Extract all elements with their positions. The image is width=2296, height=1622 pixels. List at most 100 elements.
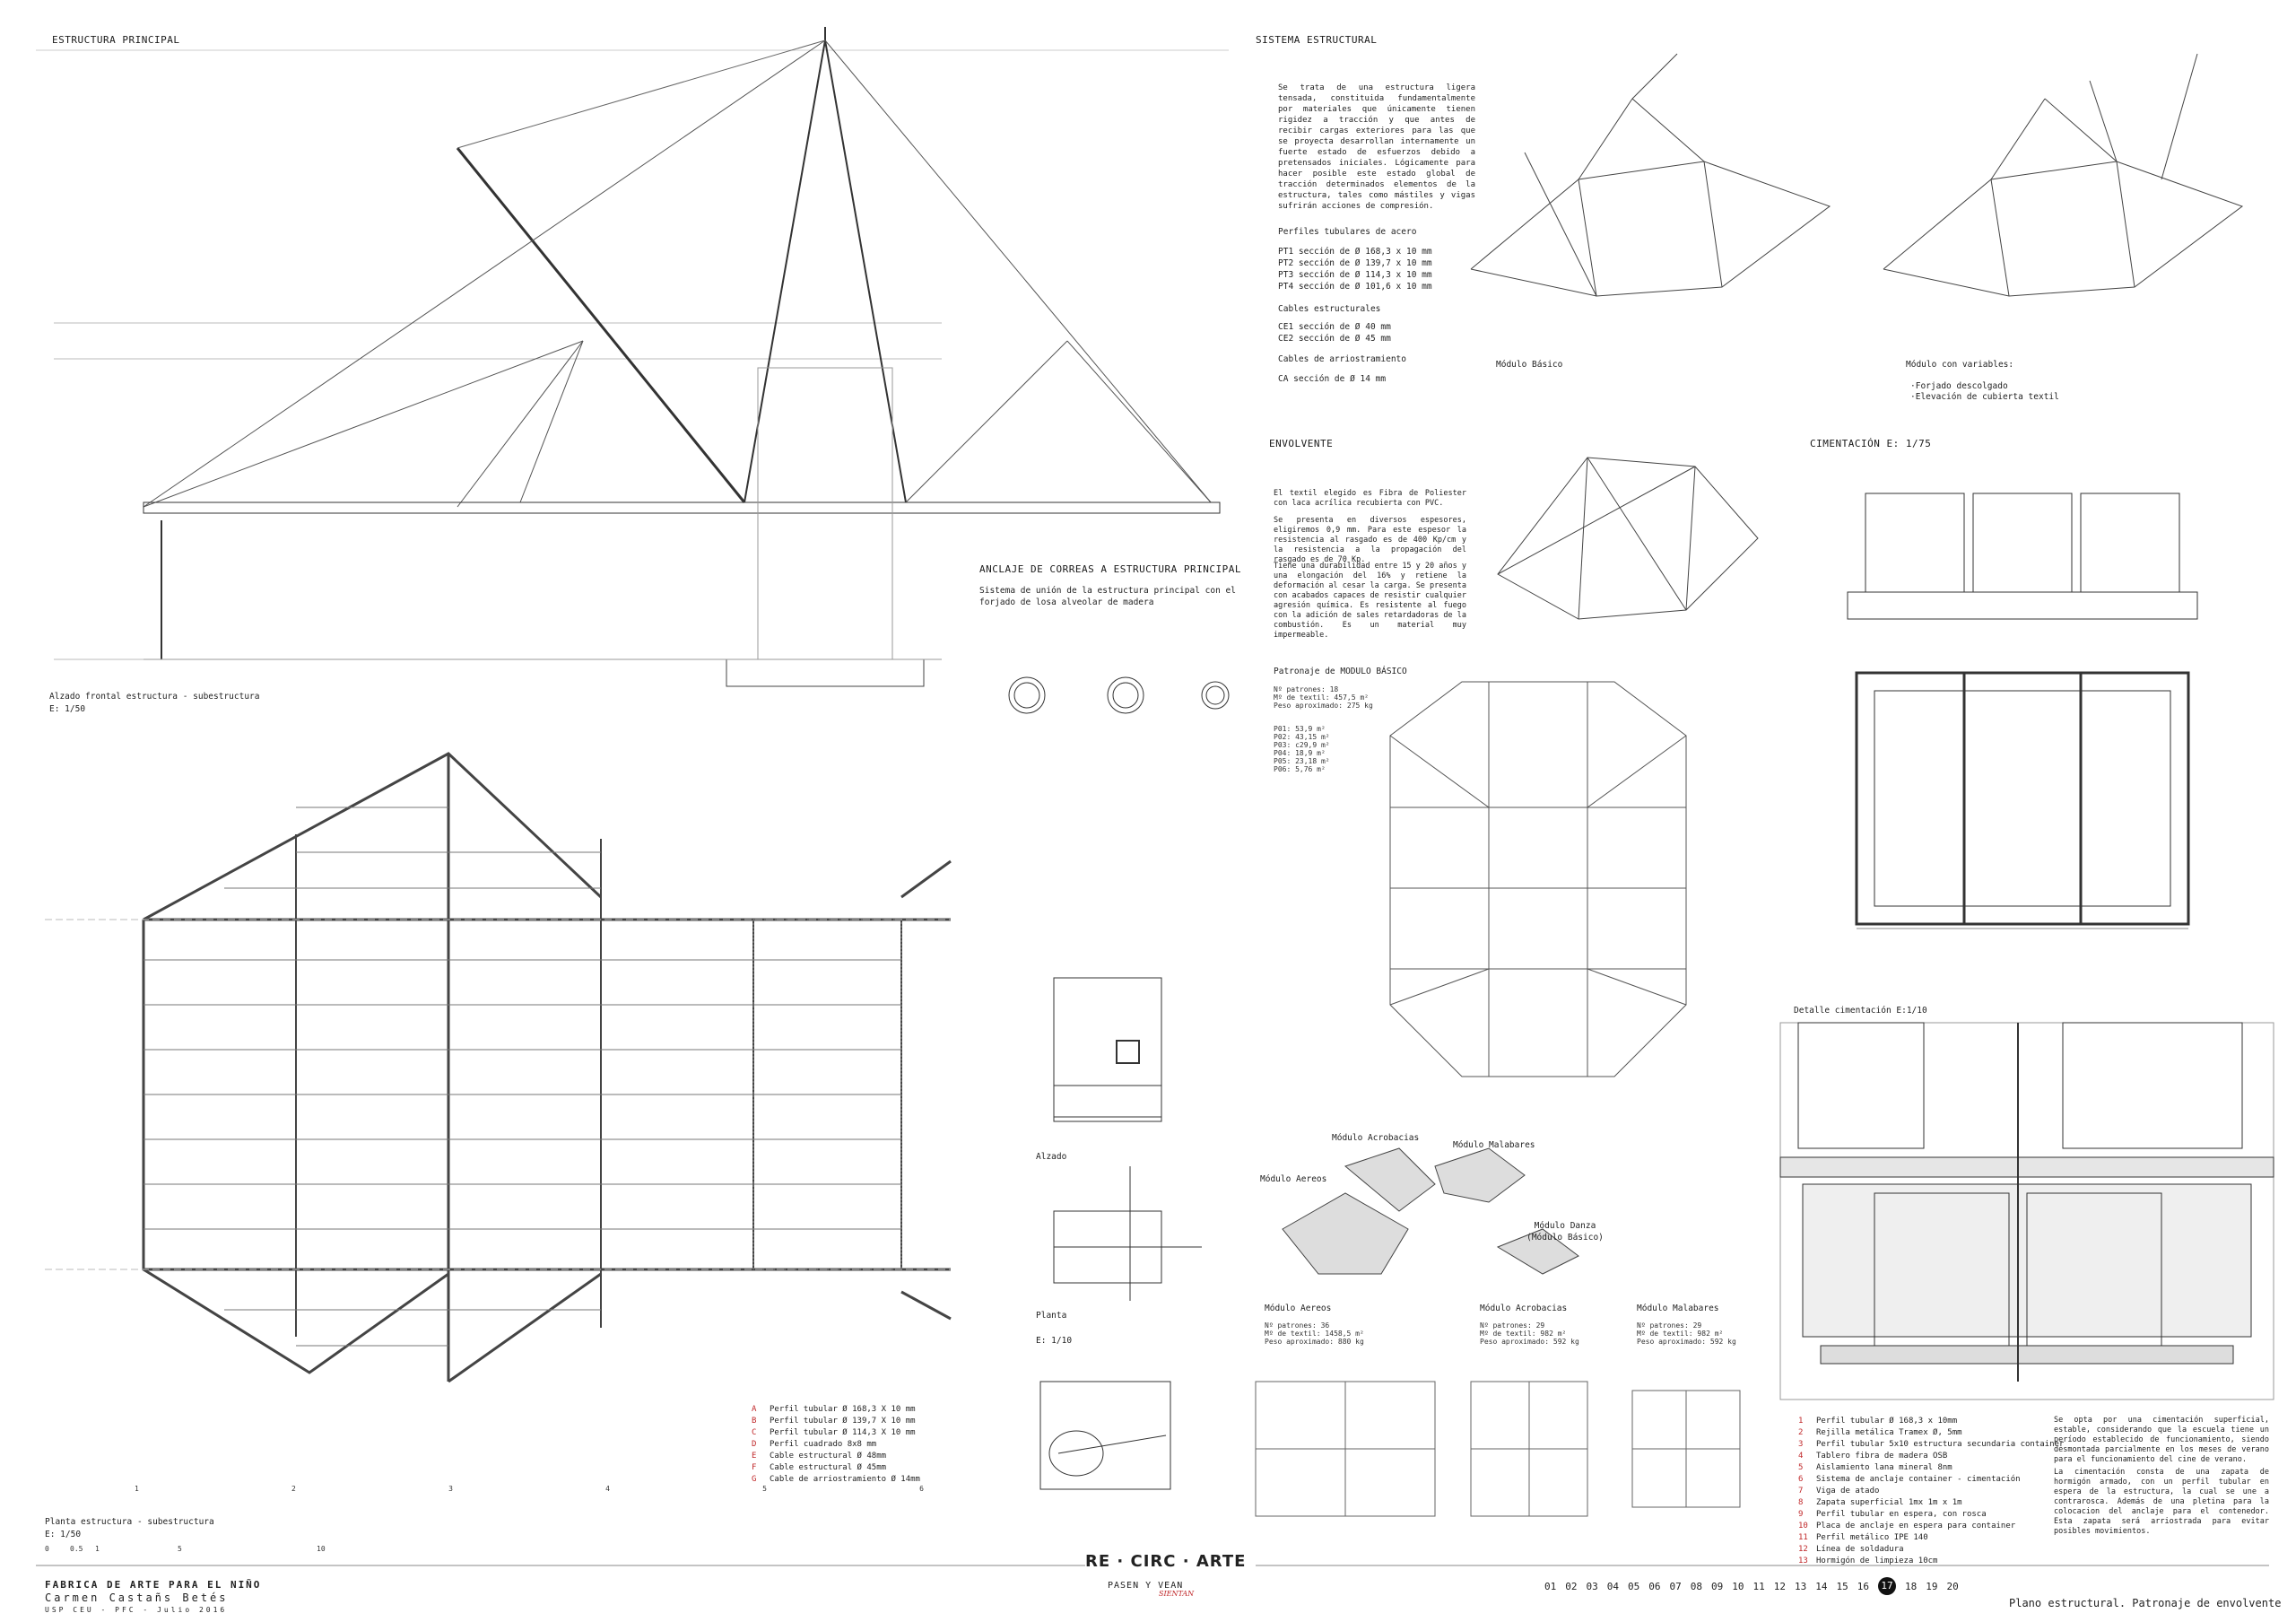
module-stats-aereos: Módulo Aereos Nº patrones: 36 Mº de text… — [1265, 1303, 1364, 1346]
grid-number: 1 — [135, 1485, 139, 1493]
page-link[interactable]: 05 — [1628, 1580, 1640, 1592]
page-link[interactable]: 07 — [1669, 1580, 1682, 1592]
module-clusters — [1282, 1147, 1579, 1275]
pattern-item: P01: 53,9 m² — [1274, 725, 1326, 733]
elevation-caption: Alzado frontal estructura - subestructur… — [49, 692, 260, 702]
page-link[interactable]: 04 — [1606, 1580, 1619, 1592]
plan-scale: E: 1/50 — [45, 1530, 82, 1539]
module-label: Módulo Acrobacias — [1332, 1133, 1420, 1143]
plan-drawing — [45, 752, 952, 1383]
page-link[interactable]: 10 — [1732, 1580, 1744, 1592]
legend-text: Línea de soldadura — [1816, 1545, 1904, 1554]
module-stats-line: Peso aproximado: 592 kg — [1480, 1338, 1579, 1346]
footer-project: FABRICA DE ARTE PARA EL NIÑO — [45, 1579, 262, 1591]
plan-caption: Planta estructura - subestructura — [45, 1517, 214, 1527]
legend-key: 5 — [1798, 1463, 1804, 1472]
legend-text: Cable de arriostramiento Ø 14mm — [770, 1475, 920, 1484]
legend-key: 12 — [1798, 1545, 1808, 1554]
scale-bar-tick: 0 — [45, 1545, 49, 1553]
legend-text: Cable estructural Ø 48mm — [770, 1452, 887, 1461]
legend-text: Perfil metálico IPE 140 — [1816, 1533, 1928, 1542]
legend-key: A — [752, 1405, 757, 1414]
legend-key: G — [752, 1475, 757, 1484]
tubes-title: Perfiles tubulares de acero — [1278, 227, 1417, 237]
scale-bar-tick: 0.5 — [70, 1545, 83, 1553]
legend-key: 13 — [1798, 1557, 1808, 1565]
legend-key: 2 — [1798, 1428, 1804, 1437]
legend-row: 13 Hormigón de limpieza 10cm — [1798, 1556, 2064, 1567]
anchor-title: ANCLAJE DE CORREAS A ESTRUCTURA PRINCIPA… — [979, 563, 1242, 575]
legend-text: Rejilla metálica Tramex Ø, 5mm — [1816, 1428, 1962, 1437]
module-stats-name: Módulo Aereos — [1265, 1304, 1332, 1313]
legend-key: 10 — [1798, 1522, 1808, 1530]
module-stats-line: Mº de textil: 982 m² — [1480, 1330, 1567, 1338]
page-link[interactable]: 13 — [1795, 1580, 1807, 1592]
legend-key: 11 — [1798, 1533, 1808, 1542]
system-title: SISTEMA ESTRUCTURAL — [1256, 34, 1378, 46]
envelope-p1: El textil elegido es Fibra de Poliester … — [1274, 489, 1466, 508]
page-link[interactable]: 15 — [1836, 1580, 1848, 1592]
page-link[interactable]: 03 — [1586, 1580, 1598, 1592]
pattern-stat: Mº de textil: 457,5 m² — [1274, 693, 1369, 702]
anchor-text: Sistema de unión de la estructura princi… — [979, 586, 1236, 607]
main-structure-title: ESTRUCTURA PRINCIPAL — [52, 34, 180, 46]
page-link[interactable]: 12 — [1773, 1580, 1786, 1592]
module-stats-line: Nº patrones: 36 — [1265, 1321, 1330, 1330]
tube-item: PT1 sección de Ø 168,3 x 10 mm — [1278, 247, 1432, 257]
anchor-details — [1008, 676, 1230, 1490]
page-link[interactable]: 08 — [1690, 1580, 1702, 1592]
legend-text: Hormigón de limpieza 10cm — [1816, 1557, 1938, 1565]
grid-number: 4 — [605, 1485, 610, 1493]
page-link[interactable]: 02 — [1565, 1580, 1578, 1592]
footer-tagline-hand: SIENTAN — [1159, 1590, 1195, 1598]
pattern-item: P03: c29,9 m² — [1274, 741, 1330, 749]
page-link[interactable]: 20 — [1946, 1580, 1959, 1592]
pattern-title: Patronaje de MODULO BÁSICO — [1274, 667, 1407, 676]
legend-key: 6 — [1798, 1475, 1804, 1484]
elevation-drawing — [36, 27, 1229, 687]
legend-text: Aislamiento lana mineral 8nm — [1816, 1463, 1952, 1472]
grid-number: 5 — [762, 1485, 767, 1493]
legend-row: 2 Rejilla metálica Tramex Ø, 5mm — [1798, 1427, 2064, 1439]
page-link[interactable]: 06 — [1648, 1580, 1661, 1592]
envelope-title: ENVOLVENTE — [1269, 438, 1334, 449]
page-link[interactable]: 09 — [1711, 1580, 1724, 1592]
foundation-detail-title: Detalle cimentación E:1/10 — [1794, 1006, 1927, 1016]
flat-patterns — [1255, 1381, 1741, 1517]
page-link[interactable]: 16 — [1857, 1580, 1869, 1592]
grid-numbers: 1 2 3 4 5 6 — [135, 1485, 924, 1493]
page-link[interactable]: 01 — [1544, 1580, 1557, 1592]
cable-item: CE2 sección de Ø 45 mm — [1278, 334, 1391, 344]
page-link[interactable]: 14 — [1815, 1580, 1828, 1592]
page-link[interactable]: 19 — [1926, 1580, 1938, 1592]
module-var-item: ·Elevación de cubierta textil — [1910, 392, 2059, 402]
system-text: Se trata de una estructura ligera tensad… — [1278, 83, 1475, 211]
foundation-p2: La cimentación consta de una zapata de h… — [2054, 1468, 2269, 1536]
iso-modules — [1470, 53, 2244, 297]
page-link[interactable]: 18 — [1905, 1580, 1918, 1592]
envelope-p3: Tiene una durabilidad entre 15 y 20 años… — [1274, 562, 1466, 640]
page-link-current[interactable]: 17 — [1878, 1577, 1896, 1595]
tube-item: PT3 sección de Ø 114,3 x 10 mm — [1278, 270, 1432, 280]
legend-row: G Cable de arriostramiento Ø 14mm — [752, 1474, 920, 1486]
elevation-scale: E: 1/50 — [49, 704, 86, 714]
scale-bar: 0 0.5 1 5 10 — [45, 1545, 326, 1553]
sheet-title: Plano estructural. Patronaje de envolven… — [2009, 1597, 2282, 1609]
cable-item: CE1 sección de Ø 40 mm — [1278, 322, 1391, 332]
scale-bar-tick: 1 — [95, 1545, 100, 1553]
foundation-title: CIMENTACIÓN E: 1/75 — [1810, 438, 1932, 449]
anchor-scale: E: 1/10 — [1036, 1336, 1073, 1346]
pattern-drawing — [1389, 681, 1687, 1077]
page-link[interactable]: 11 — [1752, 1580, 1765, 1592]
cables-title: Cables estructurales — [1278, 304, 1381, 314]
legend-text: Perfil tubular Ø 139,7 X 10 mm — [770, 1417, 916, 1426]
